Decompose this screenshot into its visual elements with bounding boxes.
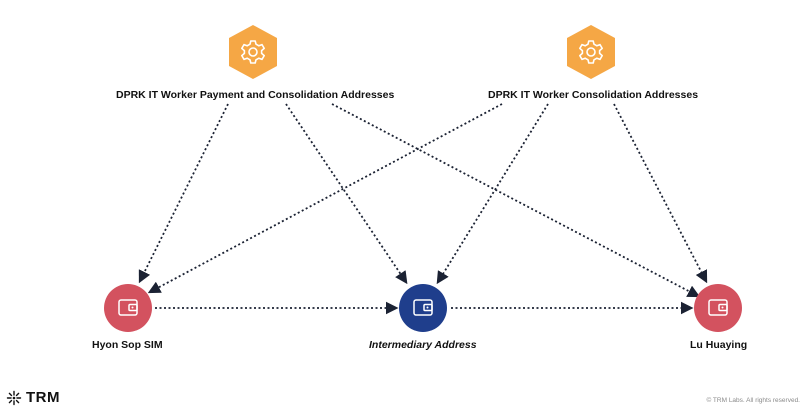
wallet-icon bbox=[708, 299, 728, 316]
wallet-circle bbox=[694, 284, 742, 332]
intermediary-label: Intermediary Address bbox=[369, 339, 477, 351]
edge-payment-to-lu bbox=[331, 103, 701, 298]
trm-logo: TRM bbox=[6, 389, 60, 406]
hyon-sop-sim-node bbox=[104, 284, 152, 332]
trm-mark-icon bbox=[6, 390, 22, 405]
consolidation-node bbox=[567, 25, 615, 79]
intermediary-node bbox=[399, 284, 447, 332]
hexagon-shape bbox=[229, 25, 277, 79]
hexagon-shape bbox=[567, 25, 615, 79]
hyon-sop-sim-label: Hyon Sop SIM bbox=[92, 339, 163, 351]
lu-huaying-label: Lu Huaying bbox=[690, 339, 748, 351]
consolidation-label: DPRK IT Worker Consolidation Addresses bbox=[488, 89, 699, 101]
wallet-icon bbox=[118, 299, 138, 316]
wallet-circle bbox=[399, 284, 447, 332]
edges bbox=[138, 103, 708, 315]
wallet-circle bbox=[104, 284, 152, 332]
lu-huaying-node bbox=[694, 284, 742, 332]
copyright-notice: © TRM Labs. All rights reserved. bbox=[706, 397, 800, 404]
edge-payment-to-hyon bbox=[138, 103, 229, 284]
gear-icon bbox=[579, 40, 603, 64]
wallet-icon bbox=[413, 299, 433, 316]
payment-consolidation-node bbox=[229, 25, 277, 79]
gear-icon bbox=[241, 40, 265, 64]
edge-payment-to-intermediary bbox=[285, 103, 408, 285]
edge-consolidation-to-intermediary bbox=[436, 103, 549, 285]
edge-consolidation-to-hyon bbox=[147, 103, 503, 294]
brand-name: TRM bbox=[26, 389, 60, 406]
edge-consolidation-to-lu bbox=[613, 103, 708, 284]
payment-consolidation-label: DPRK IT Worker Payment and Consolidation… bbox=[116, 89, 395, 101]
